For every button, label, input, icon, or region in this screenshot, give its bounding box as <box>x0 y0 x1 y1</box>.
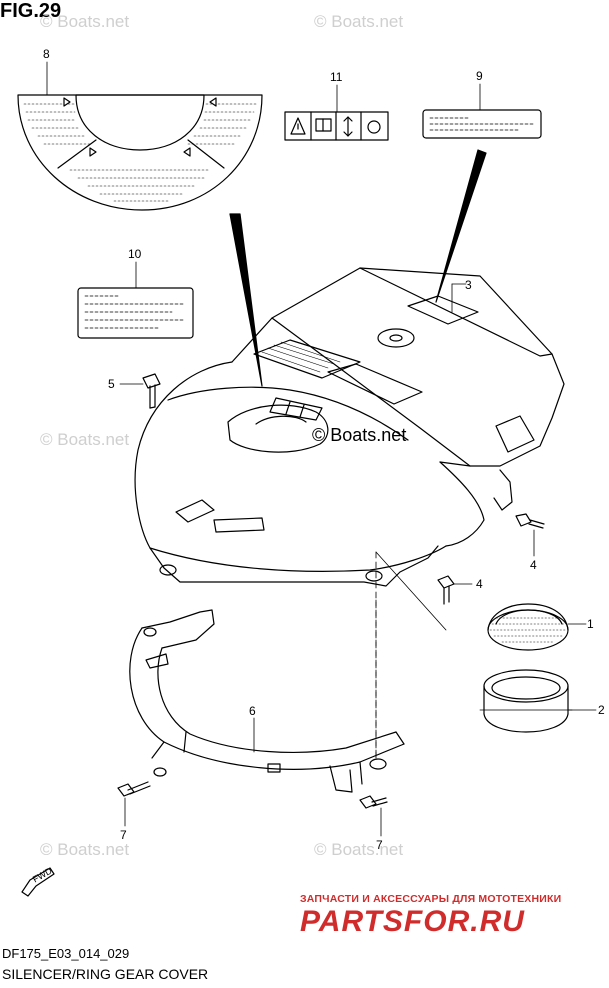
callout-6: 6 <box>249 704 256 718</box>
callout-1: 1 <box>587 617 594 631</box>
screen-part-1 <box>487 603 587 651</box>
callout-10: 10 <box>128 247 142 261</box>
figure-code: DF175_E03_014_029 <box>2 946 130 961</box>
silencer-cover-part-3 <box>231 267 565 511</box>
callout-2: 2 <box>598 703 605 717</box>
decal-arc-part-8 <box>17 61 263 211</box>
fwd-arrow-icon <box>21 867 55 897</box>
callout-4-center: 4 <box>476 577 483 591</box>
callout-9: 9 <box>476 69 483 83</box>
callout-4-right: 4 <box>530 558 537 572</box>
copyright-mark: © Boats.net <box>312 425 407 445</box>
pointer-wedge-right <box>435 149 487 303</box>
bolt-part-7-right <box>359 795 388 837</box>
callout-7-right: 7 <box>376 838 383 852</box>
ring-seal-part-2 <box>479 669 597 733</box>
label-part-10 <box>77 261 194 339</box>
warning-decal-part-11 <box>284 84 389 141</box>
watermark: © Boats.net <box>314 840 404 859</box>
bolt-part-5 <box>119 373 161 409</box>
callout-11: 11 <box>330 70 343 84</box>
leader-lines <box>375 551 447 761</box>
bolt-part-4-right <box>515 513 545 557</box>
watermark: © Boats.net <box>40 12 130 31</box>
watermark: © Boats.net <box>40 430 130 449</box>
store-logo: PARTSFOR.RU <box>300 905 525 938</box>
bolt-part-4-center <box>437 575 473 605</box>
watermark: © Boats.net <box>314 12 404 31</box>
bolt-part-7-left <box>117 781 151 827</box>
label-part-9 <box>422 83 542 139</box>
callout-7-left: 7 <box>120 828 127 842</box>
ring-gear-cover-upper <box>134 361 485 587</box>
callout-8: 8 <box>43 47 50 61</box>
figure-caption: SILENCER/RING GEAR COVER <box>2 966 209 982</box>
callout-5: 5 <box>108 377 115 391</box>
figure-title: FIG.29 <box>0 0 62 22</box>
pointer-wedge-left <box>229 213 263 387</box>
store-tagline: ЗАПЧАСТИ И АКСЕССУАРЫ ДЛЯ МОТОТЕХНИКИ <box>300 893 562 905</box>
callout-3: 3 <box>465 278 472 292</box>
watermark: © Boats.net <box>40 840 130 859</box>
ring-gear-cover-part-6 <box>129 609 405 793</box>
